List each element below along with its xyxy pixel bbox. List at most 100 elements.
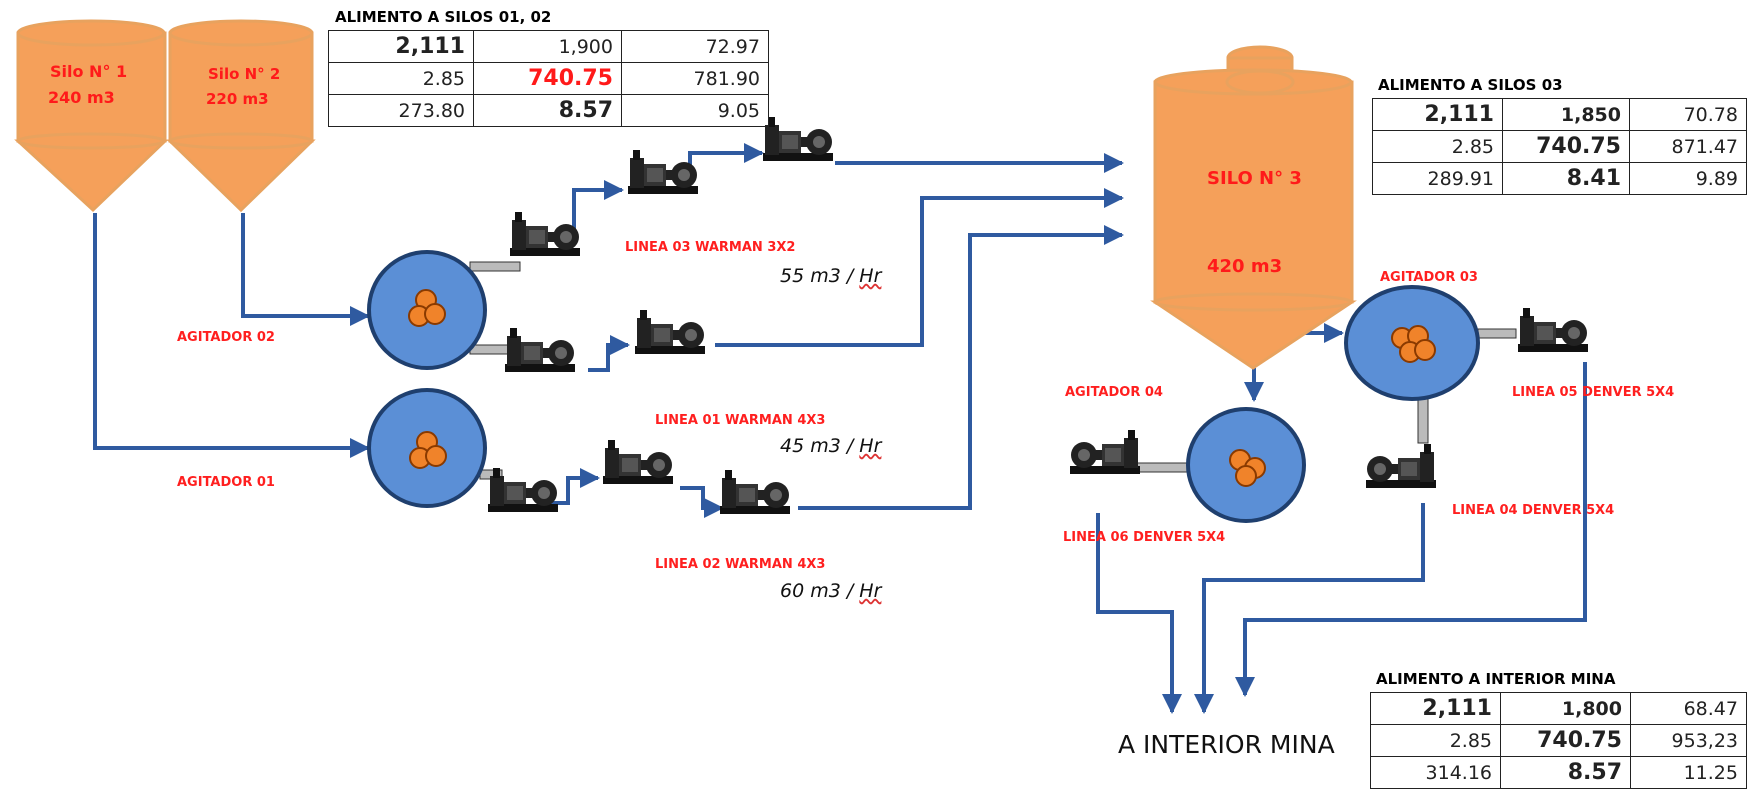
table-cell: 8.57 (473, 94, 622, 127)
pipe-silo1-agitador01 (93, 213, 370, 458)
silo-1-capacity: 240 m3 (48, 88, 115, 107)
table-cell: 9.89 (1629, 162, 1747, 195)
agitador-03-tank (1344, 285, 1480, 401)
table-cell: 9.05 (621, 94, 769, 127)
table-cell: 8.57 (1500, 756, 1631, 789)
table-row: 2,111 1,900 72.97 (328, 30, 769, 63)
pump-linea03-2-icon (628, 150, 698, 194)
pipe-linea04-mina (1194, 503, 1425, 714)
table-row: 2.85 740.75 781.90 (328, 62, 769, 95)
label-agitador-03: AGITADOR 03 (1380, 270, 1478, 285)
table-cell: 1,850 (1502, 98, 1630, 131)
table-cell: 8.41 (1502, 162, 1630, 195)
table-row: 314.16 8.57 11.25 (1370, 756, 1747, 789)
table-cell: 1,800 (1500, 692, 1631, 725)
silo-3-capacity: 420 m3 (1207, 256, 1283, 277)
pipe-linea03-a (572, 180, 624, 233)
table-cell: 2,111 (1372, 98, 1503, 131)
table-row: 2.85 740.75 871.47 (1372, 130, 1747, 163)
pipe-network (93, 143, 1587, 714)
pump-linea03-3-icon (763, 117, 833, 161)
table-cell: 273.80 (328, 94, 474, 127)
label-linea-02: LINEA 02 WARMAN 4X3 (655, 557, 826, 572)
pump-linea03-1-icon (510, 212, 580, 256)
table-cell: 314.16 (1370, 756, 1501, 789)
flow-rate-linea-02: 60 m3 / Hr (780, 580, 881, 602)
pump-linea01-1-icon (505, 328, 575, 372)
flow-rate-unit: Hr (859, 265, 882, 287)
label-linea-04: LINEA 04 DENVER 5X4 (1452, 503, 1615, 518)
pipe-linea03-b (688, 143, 764, 178)
table-cell: 953,23 (1630, 724, 1747, 757)
pipe-linea02-a (548, 468, 600, 505)
table-cell: 1,900 (473, 30, 622, 63)
label-linea-05: LINEA 05 DENVER 5X4 (1512, 385, 1675, 400)
label-linea-01: LINEA 01 WARMAN 4X3 (655, 413, 826, 428)
flow-rate-value: 45 m3 / (780, 435, 860, 457)
table-silos03-title: ALIMENTO A SILOS 03 (1378, 76, 1563, 94)
silo-3 (1150, 45, 1357, 370)
agitador-02-tank (367, 250, 487, 370)
flow-rate-linea-03: 55 m3 / Hr (780, 265, 881, 287)
pipe-silo2-agitador02 (241, 213, 370, 326)
silo-1-name: Silo N° 1 (50, 62, 128, 81)
pump-linea02-3-icon (720, 470, 790, 514)
table-cell: 781.90 (621, 62, 769, 95)
silo-2-capacity: 220 m3 (206, 90, 269, 108)
silo-2-name: Silo N° 2 (208, 65, 281, 83)
table-cell: 740.75 (1502, 130, 1630, 163)
silo-3-name: SILO N° 3 (1207, 168, 1302, 189)
table-cell: 11.25 (1630, 756, 1747, 789)
table-cell: 740.75 (1500, 724, 1631, 757)
pump-linea02-1-icon (488, 468, 558, 512)
table-mina-title: ALIMENTO A INTERIOR MINA (1376, 670, 1616, 688)
table-cell: 2.85 (1372, 130, 1503, 163)
pump-linea06-icon (1070, 430, 1140, 474)
agitador-01-tank (367, 388, 487, 508)
pump-linea04-icon (1366, 444, 1436, 488)
table-cell: 2.85 (328, 62, 474, 95)
pump-linea01-2-icon (635, 310, 705, 354)
flow-rate-value: 55 m3 / (780, 265, 860, 287)
table-silos12-title: ALIMENTO A SILOS 01, 02 (335, 8, 552, 26)
flow-rate-unit: Hr (859, 580, 882, 602)
label-agitador-04: AGITADOR 04 (1065, 385, 1163, 400)
table-row: 273.80 8.57 9.05 (328, 94, 769, 127)
table-cell: 2,111 (328, 30, 474, 63)
pipe-linea05-mina (1235, 362, 1587, 697)
table-silos12: 2,111 1,900 72.97 2.85 740.75 781.90 273… (328, 30, 769, 127)
table-row: 289.91 8.41 9.89 (1372, 162, 1747, 195)
label-linea-03: LINEA 03 WARMAN 3X2 (625, 240, 796, 255)
agitador-04-tank (1186, 407, 1306, 523)
table-cell: 871.47 (1629, 130, 1747, 163)
table-row: 2.85 740.75 953,23 (1370, 724, 1747, 757)
table-cell: 289.91 (1372, 162, 1503, 195)
pipe-linea06-mina (1096, 513, 1182, 714)
table-cell: 2.85 (1370, 724, 1501, 757)
destination-label: A INTERIOR MINA (1118, 730, 1335, 759)
flow-rate-linea-01: 45 m3 / Hr (780, 435, 881, 457)
table-mina: 2,111 1,800 68.47 2.85 740.75 953,23 314… (1370, 692, 1747, 789)
table-cell: 740.75 (473, 62, 622, 95)
table-cell: 68.47 (1630, 692, 1747, 725)
silo-2 (166, 19, 316, 213)
table-cell: 70.78 (1629, 98, 1747, 131)
table-row: 2,111 1,800 68.47 (1370, 692, 1747, 725)
label-linea-06: LINEA 06 DENVER 5X4 (1063, 530, 1226, 545)
flow-rate-unit: Hr (859, 435, 882, 457)
pipe-linea02-silo3 (798, 225, 1124, 510)
table-row: 2,111 1,850 70.78 (1372, 98, 1747, 131)
table-silos03: 2,111 1,850 70.78 2.85 740.75 871.47 289… (1372, 98, 1747, 195)
pump-linea02-2-icon (603, 440, 673, 484)
table-cell: 72.97 (621, 30, 769, 63)
pump-linea05-icon (1518, 308, 1588, 352)
table-cell: 2,111 (1370, 692, 1501, 725)
label-agitador-02: AGITADOR 02 (177, 330, 275, 345)
silo-1 (14, 19, 169, 213)
flow-rate-value: 60 m3 / (780, 580, 860, 602)
pipe-linea01-a (588, 335, 630, 372)
pipe-linea01-silo3 (715, 188, 1124, 347)
label-agitador-01: AGITADOR 01 (177, 475, 275, 490)
pipe-linea02-b (680, 486, 724, 518)
